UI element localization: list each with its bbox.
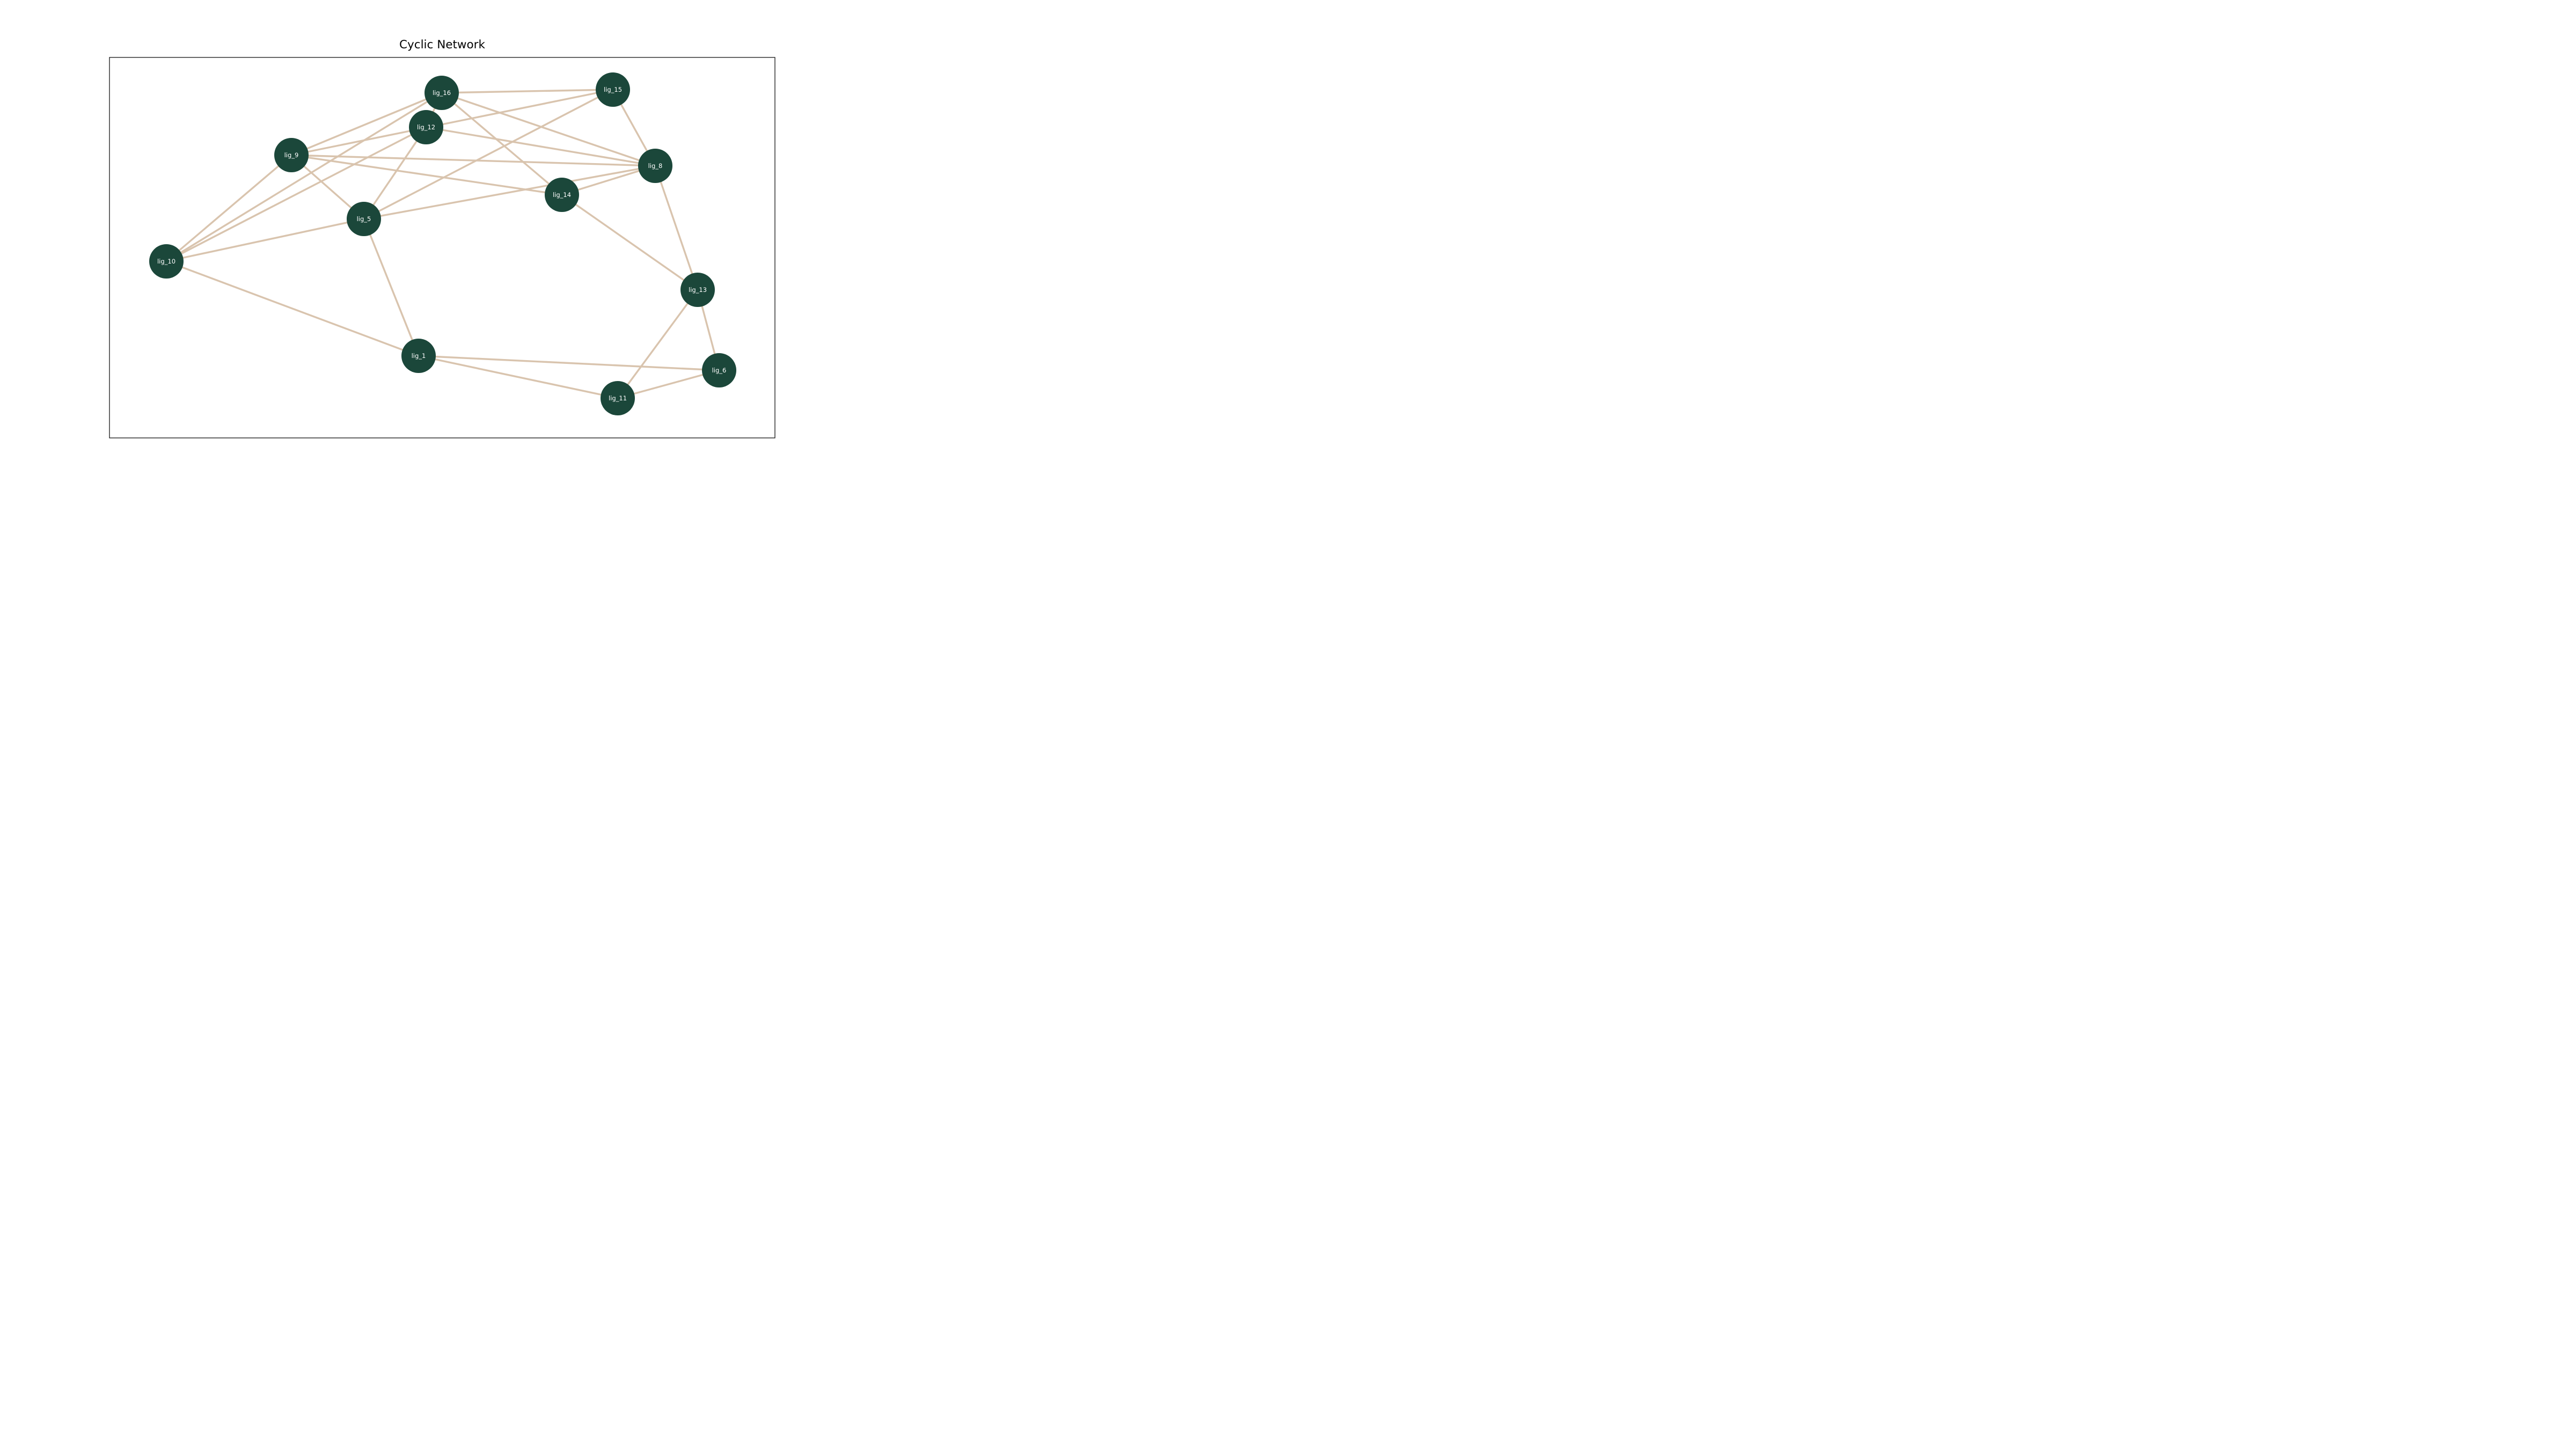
edge-lig_9-lig_10 <box>165 154 292 262</box>
edge-lig_12-lig_10 <box>166 126 427 262</box>
edge-lig_12-lig_8 <box>426 126 656 167</box>
node-label-lig_12: lig_12 <box>417 123 435 131</box>
node-lig_13 <box>680 273 715 307</box>
node-lig_1 <box>401 339 436 373</box>
node-label-lig_10: lig_10 <box>157 258 175 265</box>
node-lig_15 <box>596 72 630 107</box>
edge-lig_16-lig_10 <box>166 92 442 262</box>
edge-lig_10-lig_1 <box>166 260 419 357</box>
edge-lig_16-lig_8 <box>441 92 656 167</box>
node-label-lig_16: lig_16 <box>433 89 451 97</box>
edge-lig_15-lig_5 <box>363 89 613 220</box>
edge-lig_11-lig_6 <box>617 369 720 399</box>
node-lig_6 <box>702 353 736 387</box>
node-label-lig_13: lig_13 <box>689 286 707 294</box>
edge-lig_1-lig_6 <box>418 355 720 371</box>
node-lig_14 <box>545 178 579 212</box>
edge-lig_9-lig_8 <box>291 154 656 167</box>
plot-frame <box>109 57 775 438</box>
node-label-lig_6: lig_6 <box>712 367 727 374</box>
node-label-lig_5: lig_5 <box>357 215 371 223</box>
node-lig_11 <box>601 381 635 415</box>
edge-lig_16-lig_14 <box>441 92 563 196</box>
edge-lig_5-lig_1 <box>363 218 420 356</box>
node-lig_16 <box>425 76 459 110</box>
node-label-lig_1: lig_1 <box>412 352 426 360</box>
node-label-lig_11: lig_11 <box>609 394 627 402</box>
edge-lig_9-lig_14 <box>291 154 562 196</box>
network-plot: lig_16 lig_15 lig_12 lig_9 lig_8 lig_14 lig_5l… <box>109 57 775 438</box>
node-lig_5 <box>347 202 381 236</box>
edge-lig_12-lig_5 <box>363 127 427 219</box>
edge-lig_16-lig_15 <box>441 89 613 94</box>
edge-lig_1-lig_11 <box>418 355 618 399</box>
edge-lig_14-lig_13 <box>561 194 698 291</box>
edge-lig_13-lig_11 <box>617 289 699 399</box>
node-label-lig_9: lig_9 <box>284 151 299 159</box>
node-label-lig_8: lig_8 <box>648 162 663 170</box>
edge-lig_5-lig_10 <box>166 218 364 262</box>
plot-title: Cyclic Network <box>399 38 485 52</box>
edge-lig_8-lig_13 <box>654 165 699 290</box>
node-label-lig_14: lig_14 <box>553 191 571 199</box>
node-lig_10 <box>149 244 184 279</box>
node-lig_12 <box>409 110 443 144</box>
edge-lig_8-lig_5 <box>363 165 656 220</box>
edge-lig_15-lig_9 <box>291 89 613 156</box>
node-lig_8 <box>638 149 672 183</box>
node-label-lig_15: lig_15 <box>604 86 622 93</box>
node-lig_9 <box>274 138 309 172</box>
edge-lig_16-lig_9 <box>291 92 442 156</box>
